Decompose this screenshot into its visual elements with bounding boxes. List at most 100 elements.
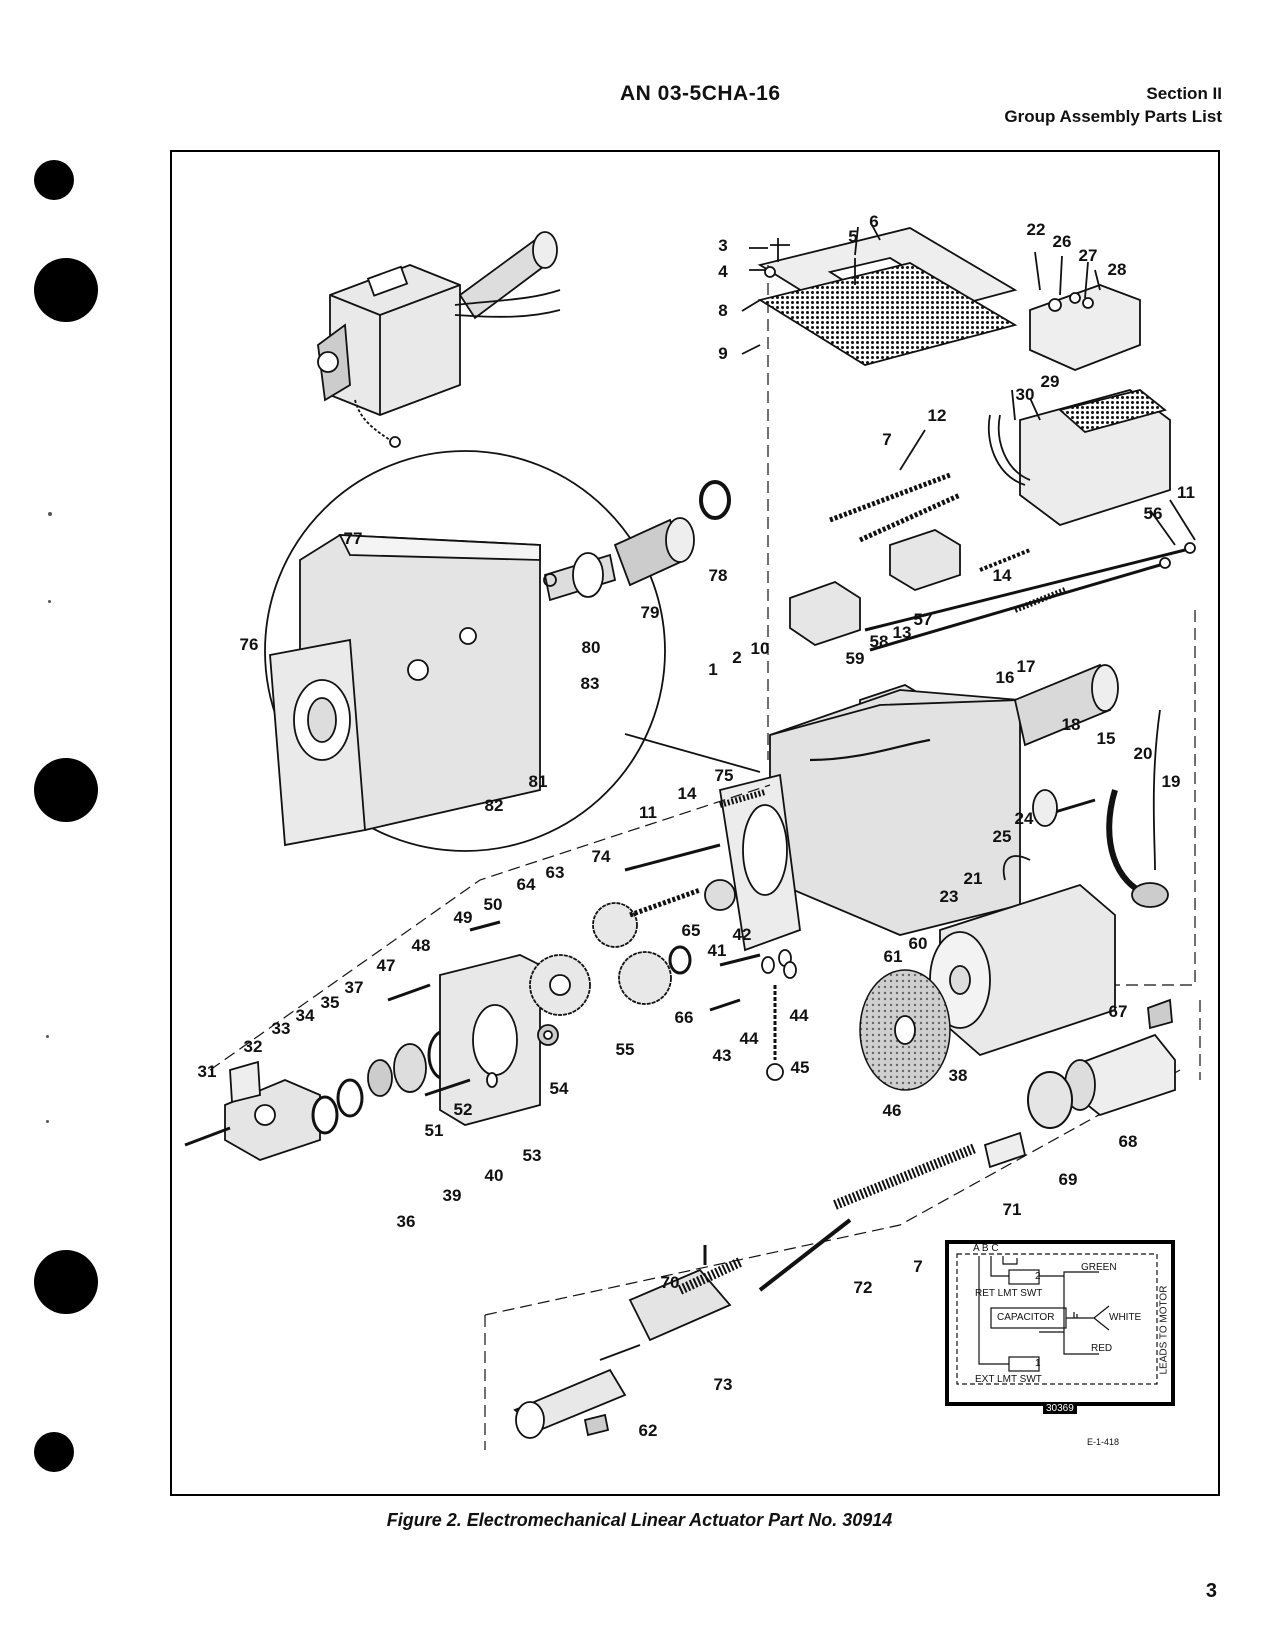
callout-1: 1 xyxy=(708,660,718,679)
callout-21: 21 xyxy=(963,869,983,888)
callout-79: 79 xyxy=(640,603,660,622)
detail-circle xyxy=(264,450,761,852)
scan-speck xyxy=(46,1120,49,1123)
callout-38: 38 xyxy=(948,1066,968,1085)
callout-35: 35 xyxy=(320,993,340,1012)
callout-53: 53 xyxy=(522,1146,542,1165)
callout-11b: 11 xyxy=(639,803,657,822)
figure-caption: Figure 2. Electromechanical Linear Actua… xyxy=(386,1510,893,1530)
callout-43: 43 xyxy=(712,1046,732,1065)
callout-77: 77 xyxy=(343,529,363,548)
page-number: 3 xyxy=(1205,1580,1217,1602)
callout-44a: 44 xyxy=(789,1006,809,1025)
section-title: Group Assembly Parts List xyxy=(1004,107,1222,126)
switch-2-label: 2 xyxy=(1035,1271,1041,1282)
callout-32: 32 xyxy=(243,1037,263,1056)
callout-59: 59 xyxy=(845,649,865,668)
callout-41: 41 xyxy=(707,941,727,960)
callout-39: 39 xyxy=(442,1186,462,1205)
callout-65: 65 xyxy=(681,921,701,940)
wiring-code: 30369 xyxy=(1043,1403,1077,1414)
capacitor-label: CAPACITOR xyxy=(997,1312,1055,1323)
section-heading: Section II Group Assembly Parts List xyxy=(1004,82,1222,128)
white-lead-label: WHITE xyxy=(1109,1312,1142,1323)
binder-hole xyxy=(34,1250,98,1314)
callout-30: 30 xyxy=(1015,385,1035,404)
callout-51: 51 xyxy=(424,1121,444,1140)
callout-63: 63 xyxy=(545,863,565,882)
callout-27: 27 xyxy=(1078,246,1098,265)
document-number: AN 03-5CHA-16 xyxy=(620,82,781,105)
callout-75: 75 xyxy=(714,766,734,785)
callout-7: 7 xyxy=(882,430,892,449)
callout-64: 64 xyxy=(516,875,536,894)
scan-speck xyxy=(48,512,52,516)
callout-60: 60 xyxy=(908,934,928,953)
callout-36: 36 xyxy=(396,1212,416,1231)
callout-33: 33 xyxy=(271,1019,291,1038)
callout-22: 22 xyxy=(1026,220,1046,239)
callout-78: 78 xyxy=(708,566,728,585)
callout-17: 17 xyxy=(1016,657,1036,676)
callout-80: 80 xyxy=(581,638,601,657)
callout-25: 25 xyxy=(992,827,1012,846)
callout-69: 69 xyxy=(1058,1170,1078,1189)
bracket xyxy=(1029,284,1141,371)
callout-14b: 14 xyxy=(677,784,697,803)
callout-12: 12 xyxy=(927,406,947,425)
binder-hole xyxy=(34,1432,74,1472)
red-lead-label: RED xyxy=(1091,1343,1113,1354)
callout-15: 15 xyxy=(1096,729,1116,748)
callout-20: 20 xyxy=(1133,744,1153,763)
callout-42: 42 xyxy=(732,925,752,944)
drawing-code: E-1-418 xyxy=(1087,1437,1120,1447)
callout-24: 24 xyxy=(1014,809,1034,828)
callout-61: 61 xyxy=(883,947,903,966)
callout-56: 56 xyxy=(1143,504,1163,523)
callout-58: 58 xyxy=(869,632,889,651)
callout-46: 46 xyxy=(882,1101,902,1120)
scan-speck xyxy=(48,600,51,603)
callout-50: 50 xyxy=(483,895,503,914)
callout-62: 62 xyxy=(638,1421,658,1440)
callout-66: 66 xyxy=(674,1008,694,1027)
callout-8: 8 xyxy=(718,301,728,320)
callout-74: 74 xyxy=(591,847,611,866)
binder-hole xyxy=(34,160,74,200)
callout-9: 9 xyxy=(718,344,728,363)
terminal-labels: A B C xyxy=(973,1243,999,1254)
wiring-schematic xyxy=(956,1253,1158,1385)
callout-28: 28 xyxy=(1107,260,1127,279)
section-number: Section II xyxy=(1146,84,1222,103)
assembled-actuator-view xyxy=(317,231,561,448)
callout-68: 68 xyxy=(1118,1132,1138,1151)
callout-81: 81 xyxy=(528,772,548,791)
cover-assembly xyxy=(757,227,1018,760)
callout-10: 10 xyxy=(750,639,770,658)
callout-54: 54 xyxy=(549,1079,569,1098)
callout-82: 82 xyxy=(484,796,504,815)
callout-14: 14 xyxy=(992,566,1012,585)
callout-29: 29 xyxy=(1040,372,1060,391)
callout-70: 70 xyxy=(660,1273,680,1292)
switch-1-label: 1 xyxy=(1035,1358,1041,1369)
callout-16: 16 xyxy=(995,668,1015,687)
ext-switch-label: EXT LMT SWT xyxy=(975,1374,1042,1385)
callout-11: 11 xyxy=(1177,483,1195,502)
callout-76: 76 xyxy=(239,635,259,654)
callout-34: 34 xyxy=(295,1006,315,1025)
callout-2: 2 xyxy=(732,648,742,667)
callout-4: 4 xyxy=(718,262,728,281)
figure-frame xyxy=(170,150,1220,1496)
callout-6: 6 xyxy=(869,212,879,231)
capacitor-part xyxy=(987,389,1171,526)
callout-5: 5 xyxy=(848,227,858,246)
main-housing xyxy=(718,663,1119,952)
callout-73: 73 xyxy=(713,1375,733,1394)
callout-52: 52 xyxy=(453,1100,473,1119)
callout-37: 37 xyxy=(344,978,364,997)
scan-speck xyxy=(46,1035,49,1038)
callout-72: 72 xyxy=(853,1278,873,1297)
green-lead-label: GREEN xyxy=(1081,1262,1117,1273)
